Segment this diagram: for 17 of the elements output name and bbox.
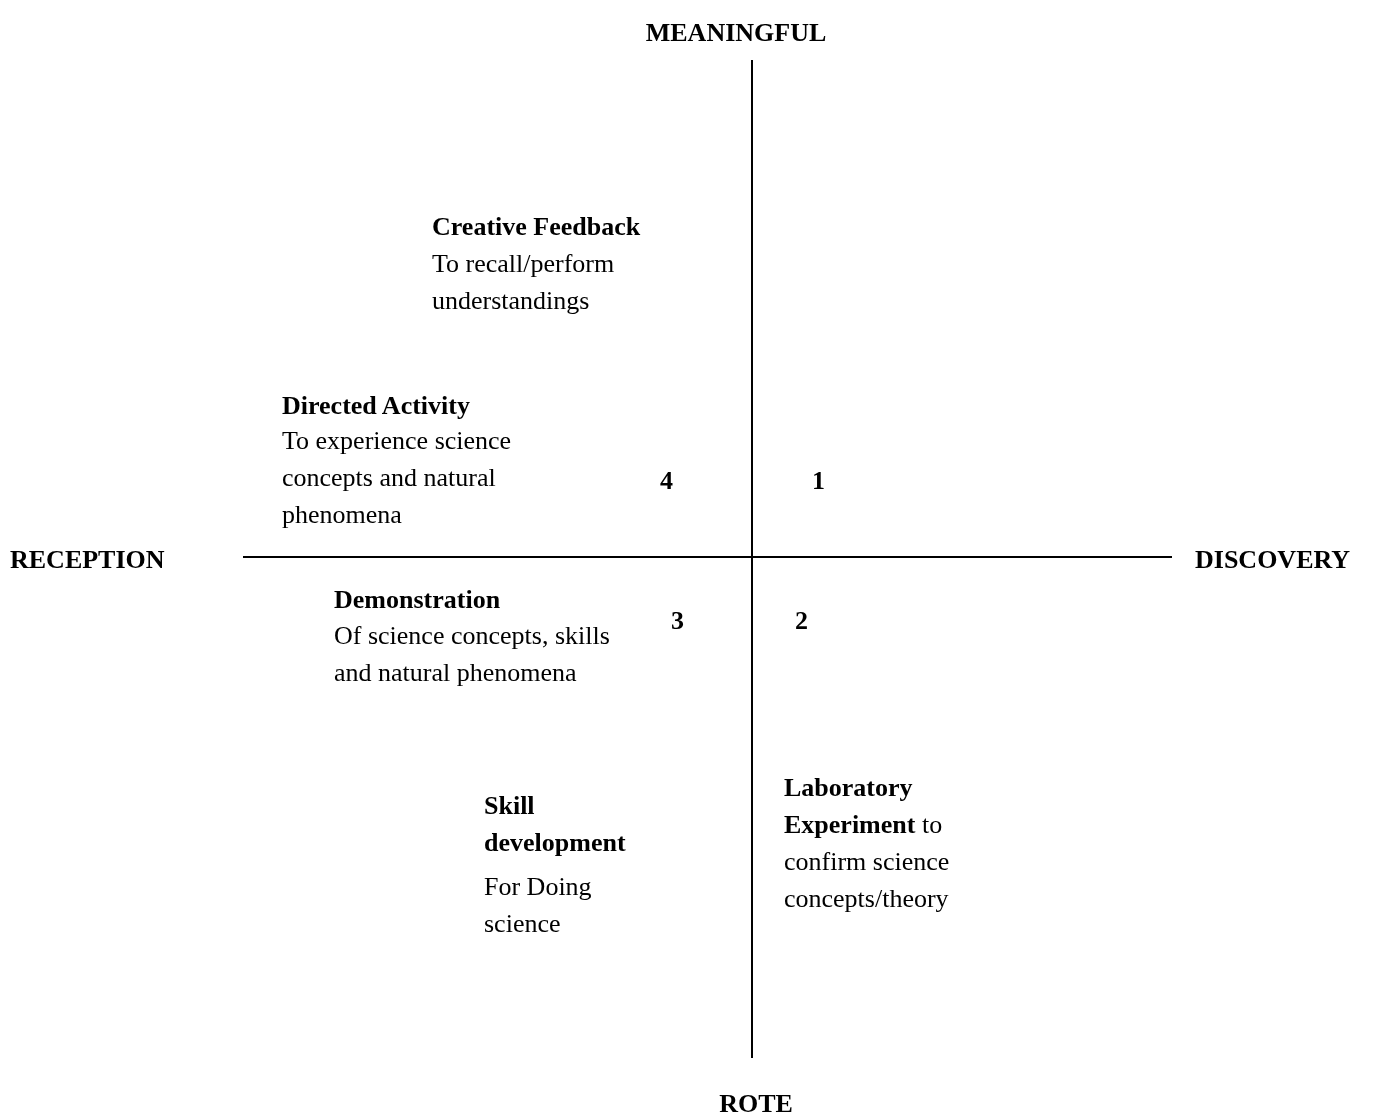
axis-label: MEANINGFUL <box>644 17 828 49</box>
quadrant-description: Of science concepts, skills and natural phenomena <box>334 620 611 689</box>
quadrant-number: 3 <box>671 605 685 637</box>
quadrant-heading: Demonstration <box>334 584 502 616</box>
axis-label: DISCOVERY <box>1195 544 1352 576</box>
axis-label: ROTE <box>718 1088 794 1114</box>
quadrant-description: For Doing science <box>484 871 593 940</box>
quadrant-description: Laboratory Experiment to confirm science concepts/theory <box>784 772 951 915</box>
quadrant-number: 2 <box>795 605 809 637</box>
quadrant-number: 1 <box>812 465 826 497</box>
quadrant-description: To recall/perform understandings <box>432 248 616 317</box>
quadrant-heading: Creative Feedback <box>432 211 642 243</box>
quadrant-number: 4 <box>660 465 674 497</box>
quadrant-heading: Directed Activity <box>282 390 471 422</box>
quadrant-heading: Skill development <box>484 790 627 859</box>
axis-label: RECEPTION <box>10 544 166 576</box>
quadrant-description: To experience science concepts and natural phenomena <box>282 425 513 531</box>
